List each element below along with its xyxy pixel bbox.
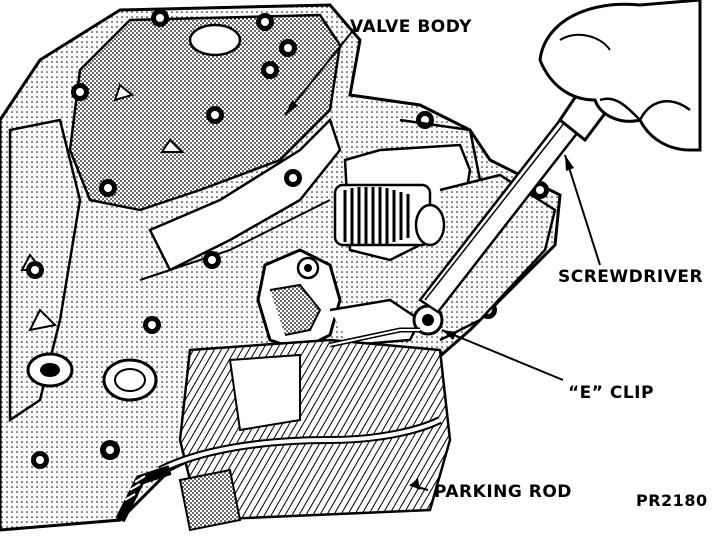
label-e-clip: “E” CLIP <box>568 383 654 403</box>
manual-lever <box>256 248 422 352</box>
e-clip <box>412 304 444 336</box>
bolt <box>151 9 169 27</box>
bolt <box>261 61 279 79</box>
bolt <box>256 13 274 31</box>
bolt <box>71 83 89 101</box>
parking-rod-assembly <box>115 327 452 532</box>
label-valve-body: VALVE BODY <box>350 17 472 37</box>
bolt <box>99 179 117 197</box>
label-screwdriver: SCREWDRIVER <box>558 267 703 287</box>
leader-lines <box>284 27 601 491</box>
bolt <box>143 316 161 334</box>
bolt <box>203 251 221 269</box>
bolt <box>31 451 49 469</box>
bolt <box>100 440 120 460</box>
detent-spring <box>333 183 446 247</box>
bolt <box>26 261 44 279</box>
hand <box>538 0 702 152</box>
bolt <box>279 39 297 57</box>
figure-code: PR2180 <box>636 491 708 510</box>
bolt <box>284 169 302 187</box>
bolt <box>416 111 434 129</box>
bolt <box>206 106 224 124</box>
label-parking-rod: PARKING ROD <box>434 482 572 502</box>
